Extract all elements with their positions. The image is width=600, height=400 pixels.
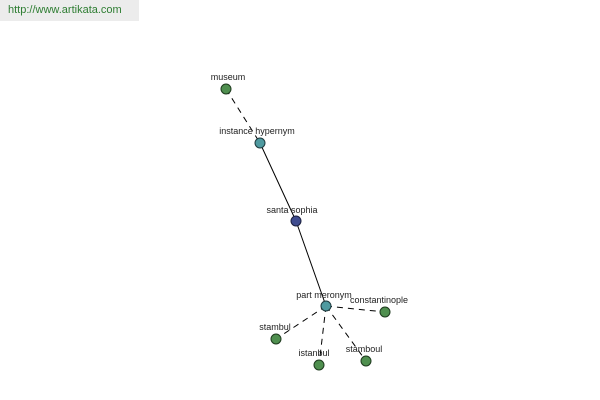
node-constantinople[interactable]: constantinople	[350, 295, 408, 318]
node-santa-sophia[interactable]: santa sophia	[266, 205, 318, 227]
node-instance-hypernym-label: instance hypernym	[219, 126, 295, 136]
node-stambul[interactable]: stambul	[259, 322, 291, 345]
node-constantinople-dot[interactable]	[379, 306, 391, 318]
node-instance-hypernym[interactable]: instance hypernym	[219, 126, 295, 149]
node-stambul-label: stambul	[259, 322, 291, 332]
node-santa-sophia-dot[interactable]	[290, 215, 302, 227]
edge-part-meronym-constantinople	[325, 305, 386, 313]
edge-part-meronym-stambul	[275, 305, 327, 340]
node-istanbul[interactable]: istanbul	[298, 348, 330, 371]
node-stambul-dot[interactable]	[270, 333, 282, 345]
node-instance-hypernym-dot[interactable]	[254, 137, 266, 149]
node-part-meronym-dot[interactable]	[320, 300, 332, 312]
node-part-meronym-label: part meronym	[296, 290, 352, 300]
node-stamboul-label: stamboul	[346, 344, 383, 354]
edge-part-meronym-istanbul	[318, 305, 327, 366]
node-stamboul-dot[interactable]	[360, 355, 372, 367]
node-museum-label: museum	[211, 72, 246, 82]
node-part-meronym[interactable]: part meronym	[296, 290, 352, 312]
node-museum[interactable]: museum	[211, 72, 246, 95]
node-stamboul[interactable]: stamboul	[346, 344, 383, 367]
url-banner[interactable]: http://www.artikata.com	[0, 0, 139, 21]
node-istanbul-label: istanbul	[298, 348, 329, 358]
node-santa-sophia-label: santa sophia	[266, 205, 317, 215]
edge-instance-hypernym-santa-sophia	[259, 142, 297, 222]
node-istanbul-dot[interactable]	[313, 359, 325, 371]
node-constantinople-label: constantinople	[350, 295, 408, 305]
edge-santa-sophia-part-meronym	[295, 220, 327, 307]
node-museum-dot[interactable]	[220, 83, 232, 95]
edge-part-meronym-stamboul	[325, 305, 367, 362]
